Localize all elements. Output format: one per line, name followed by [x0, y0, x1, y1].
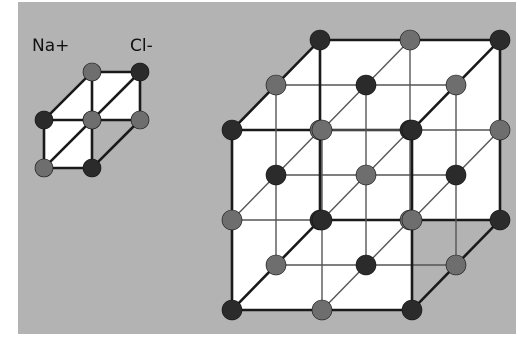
small-unit-cube [34, 62, 150, 178]
sodium-atom [311, 209, 333, 231]
sodium-atom [309, 29, 331, 51]
chloride-atom [311, 299, 333, 321]
sodium-atom [221, 119, 243, 141]
chloride-atom [445, 254, 467, 276]
chloride-ion-label: Cl- [130, 36, 153, 56]
sodium-atom [489, 209, 511, 231]
sodium-atom [130, 62, 150, 82]
chloride-atom [82, 62, 102, 82]
chloride-atom [130, 110, 150, 130]
chloride-atom [445, 74, 467, 96]
small-cube-edge-z [42, 118, 94, 170]
sodium-atom [489, 29, 511, 51]
chloride-atom [489, 119, 511, 141]
large-lattice-cube [221, 29, 511, 321]
chloride-atom [34, 158, 54, 178]
sodium-atom [355, 74, 377, 96]
sodium-ion-label: Na+ [32, 36, 70, 56]
sodium-atom [401, 119, 423, 141]
sodium-atom [221, 299, 243, 321]
sodium-atom [355, 254, 377, 276]
chloride-atom [265, 254, 287, 276]
chloride-atom [221, 209, 243, 231]
chloride-atom [311, 119, 333, 141]
chloride-atom [265, 74, 287, 96]
chloride-atom [399, 29, 421, 51]
small-cube-edge-z [90, 118, 142, 170]
small-cube-edge-z [90, 70, 142, 122]
chloride-atom [82, 110, 102, 130]
chloride-atom [401, 209, 423, 231]
sodium-atom [445, 164, 467, 186]
sodium-atom [82, 158, 102, 178]
chloride-atom [355, 164, 377, 186]
small-cube-edge-z [42, 70, 94, 122]
sodium-atom [34, 110, 54, 130]
sodium-atom [401, 299, 423, 321]
sodium-atom [265, 164, 287, 186]
